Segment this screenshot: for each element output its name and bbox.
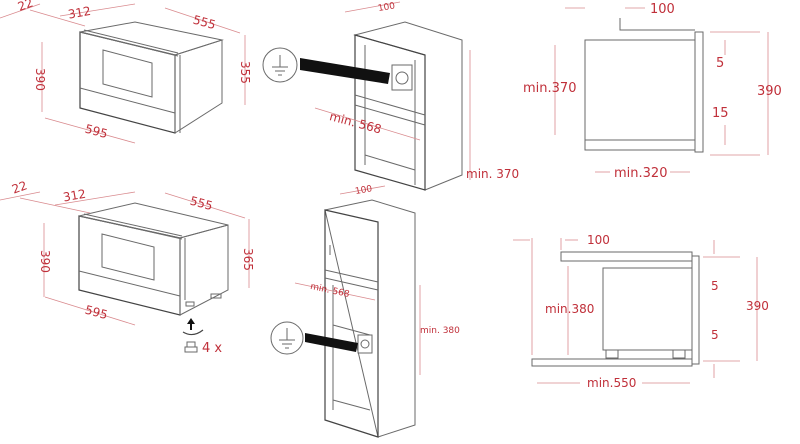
top-right-dimensions: 100 min.370 5 15 390 min.320 (523, 2, 782, 181)
dim-100: 100 (377, 1, 396, 14)
dim-gap-bottom: 15 (712, 106, 729, 121)
dim-595: 595 (84, 303, 110, 322)
connection-pointer (300, 58, 390, 84)
dim-312: 312 (67, 4, 92, 22)
dim-100: 100 (650, 2, 675, 17)
bottom-cabinet-drawing (270, 199, 416, 438)
dim-22: 22 (10, 178, 29, 196)
feet-count: 4 x (202, 341, 222, 356)
top-left-dimensions: 22 312 555 390 355 595 (0, 0, 252, 144)
dim-555: 555 (189, 194, 215, 213)
dim-gap-top: 5 (711, 279, 719, 293)
dim-312: 312 (62, 187, 87, 205)
top-cabinet-dimensions: 100 min. 568 min. 370 (314, 1, 519, 181)
dim-min-550: min.550 (587, 376, 636, 390)
bottom-right-dimensions: 100 min.380 5 5 390 min.550 (513, 233, 769, 390)
bottom-right-section-drawing (531, 251, 700, 367)
dim-595: 595 (84, 122, 110, 141)
bottom-left-oven-drawing (78, 202, 229, 316)
bottom-left-dimensions: 22 312 555 390 365 595 4 x (0, 178, 255, 356)
rotate-arrow-icon (182, 329, 204, 336)
dim-gap-top: 5 (716, 56, 724, 71)
top-left-oven-drawing (79, 21, 224, 134)
dim-min-568: min. 568 (309, 282, 350, 300)
dim-min-370: min.370 (523, 81, 576, 96)
dim-100: 100 (354, 184, 373, 197)
ground-symbol-icon (270, 321, 304, 355)
dim-390: 390 (757, 84, 782, 99)
dim-min-370: min. 370 (466, 167, 519, 181)
arrow-up-icon (187, 318, 195, 330)
top-cabinet-drawing (262, 21, 463, 191)
dim-390: 390 (746, 299, 769, 313)
dim-22: 22 (16, 0, 35, 14)
connection-pointer (305, 333, 358, 352)
dim-365: 365 (241, 248, 255, 271)
ground-symbol-icon (262, 47, 298, 83)
top-right-section-drawing (584, 18, 704, 153)
dim-355: 355 (238, 61, 252, 84)
dim-390: 390 (33, 68, 47, 91)
dim-min-320: min.320 (614, 166, 667, 181)
dim-min-380: min. 380 (420, 326, 460, 336)
dim-min-380: min.380 (545, 302, 594, 316)
foot-icon (186, 341, 196, 348)
dim-100: 100 (587, 233, 610, 247)
dim-390: 390 (38, 250, 52, 273)
dim-gap-bottom: 5 (711, 328, 719, 342)
dim-555: 555 (192, 13, 218, 32)
